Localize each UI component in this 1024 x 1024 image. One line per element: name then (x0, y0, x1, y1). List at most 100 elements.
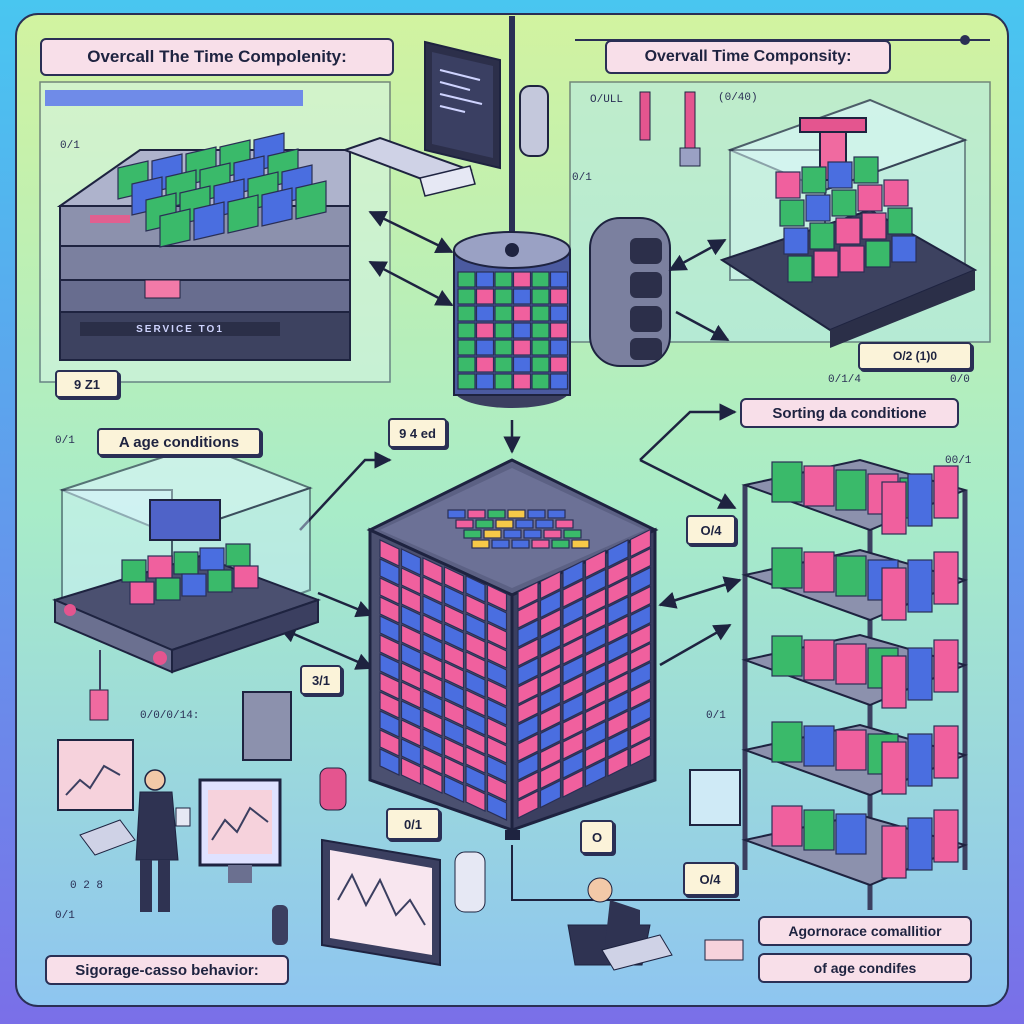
cylinder-cell-grid (457, 271, 569, 390)
cylinder-cell (494, 288, 513, 305)
small-text-bottom-1: 0 2 8 (70, 880, 104, 892)
glass-cube (121, 559, 147, 583)
tower-cell (486, 717, 508, 745)
tower-cell (562, 750, 584, 779)
tower-top-cell (487, 509, 506, 519)
tower-cell (607, 577, 629, 606)
tower-top-cell (447, 509, 466, 519)
tower-cell (539, 627, 562, 657)
tower-cell (400, 757, 422, 785)
glass-cube (891, 235, 917, 263)
cube-cell (295, 180, 327, 220)
small-text-right-a: 0/1/4 (828, 374, 862, 386)
cylinder-cell (549, 271, 569, 288)
cylinder-cell (494, 356, 513, 373)
cylinder-cell (475, 305, 495, 322)
bottom-right-label-1: Agornorace comallitior (758, 916, 972, 946)
cylinder-cell (475, 271, 495, 288)
glass-cube (827, 161, 853, 189)
tower-cell (539, 703, 562, 733)
tower-cell (607, 558, 629, 587)
person-left (135, 769, 191, 912)
tower-top-cell (511, 539, 530, 549)
tower-cell (629, 699, 652, 729)
tower-top-cell (535, 519, 554, 529)
glass-cube (801, 166, 827, 194)
tower-cell (607, 615, 629, 644)
arrow-left-to-tower-2 (278, 626, 374, 670)
tower-top-cell (531, 539, 550, 549)
small-text-bottom-2: 0/1 (55, 910, 75, 922)
tower-cell (465, 670, 486, 698)
shelf-cube (881, 567, 907, 621)
tower-cell (584, 682, 607, 712)
tag-on-bottom: O/4 (683, 862, 737, 896)
tower-cell (584, 720, 607, 750)
tower-cell (443, 718, 465, 746)
tower-cell (562, 731, 584, 760)
cylinder-cell (494, 305, 513, 322)
tower-cell (422, 652, 443, 680)
tower-cell (562, 712, 584, 741)
tower-cell (379, 653, 400, 681)
tower-cell (422, 747, 443, 775)
tower-cell (562, 693, 584, 722)
tag-center: 9 4 ed (388, 418, 447, 448)
glass-cube (787, 255, 813, 283)
small-text-left-0: 0/1 (60, 140, 80, 152)
tower-cell (379, 729, 400, 757)
tower-top-cell (563, 529, 582, 539)
cylinder-cell (512, 288, 532, 305)
small-text-mid-right: 0/1 (572, 172, 592, 184)
server-stack (56, 149, 351, 361)
cylinder-cell (457, 373, 476, 390)
tower-cell (379, 596, 400, 624)
cylinder-cell (512, 356, 532, 373)
tower-cell (465, 594, 486, 622)
glass-cube (155, 577, 181, 601)
glass-cube (233, 565, 259, 589)
shelf-cube (803, 639, 835, 681)
tag-0-n: 0/1 (386, 808, 440, 840)
tower-cell (422, 576, 443, 604)
tower-cell (379, 691, 400, 719)
tower-cell (443, 604, 465, 632)
tower-cell (486, 698, 508, 726)
cube-grid-top-right (775, 156, 917, 283)
glass-cube (129, 581, 155, 605)
tower-cell (629, 680, 652, 710)
cube-cell (261, 187, 293, 227)
tower-cell (607, 672, 629, 701)
tower-cell (584, 739, 607, 769)
glass-cube (835, 217, 861, 245)
shelf-cube (933, 725, 959, 779)
glass-cube (853, 156, 879, 184)
tower-cell (562, 560, 584, 589)
shelf-cube (933, 465, 959, 519)
tower-top-cell (527, 509, 546, 519)
arrow-barrel-to-glass (668, 238, 727, 272)
shelf-cube (881, 741, 907, 795)
server-plate-text: SERVICE TO1 (136, 323, 224, 335)
tower-cell (443, 661, 465, 689)
shelf-cube (835, 469, 867, 511)
small-text-bottom-0: 0/0/0/14: (140, 710, 200, 722)
tower-cell (517, 676, 539, 705)
tower-cell (443, 699, 465, 727)
tower-cell (584, 549, 607, 579)
tower-cell (379, 672, 400, 700)
shelf-cube (835, 729, 867, 771)
tower-cell (400, 700, 422, 728)
shelf-cube (907, 817, 933, 871)
tower-top-cell (555, 519, 574, 529)
tower-cell (584, 606, 607, 636)
cylinder-cell (475, 356, 495, 373)
glass-cube (173, 551, 199, 575)
tower-cell (539, 760, 562, 790)
tower-cell (584, 568, 607, 598)
arrow-tower-to-shelf-3 (659, 623, 732, 667)
shelf-cube (907, 559, 933, 613)
tower-cell (517, 619, 539, 648)
terminal-monitor (342, 40, 549, 197)
tower-cell (400, 719, 422, 747)
